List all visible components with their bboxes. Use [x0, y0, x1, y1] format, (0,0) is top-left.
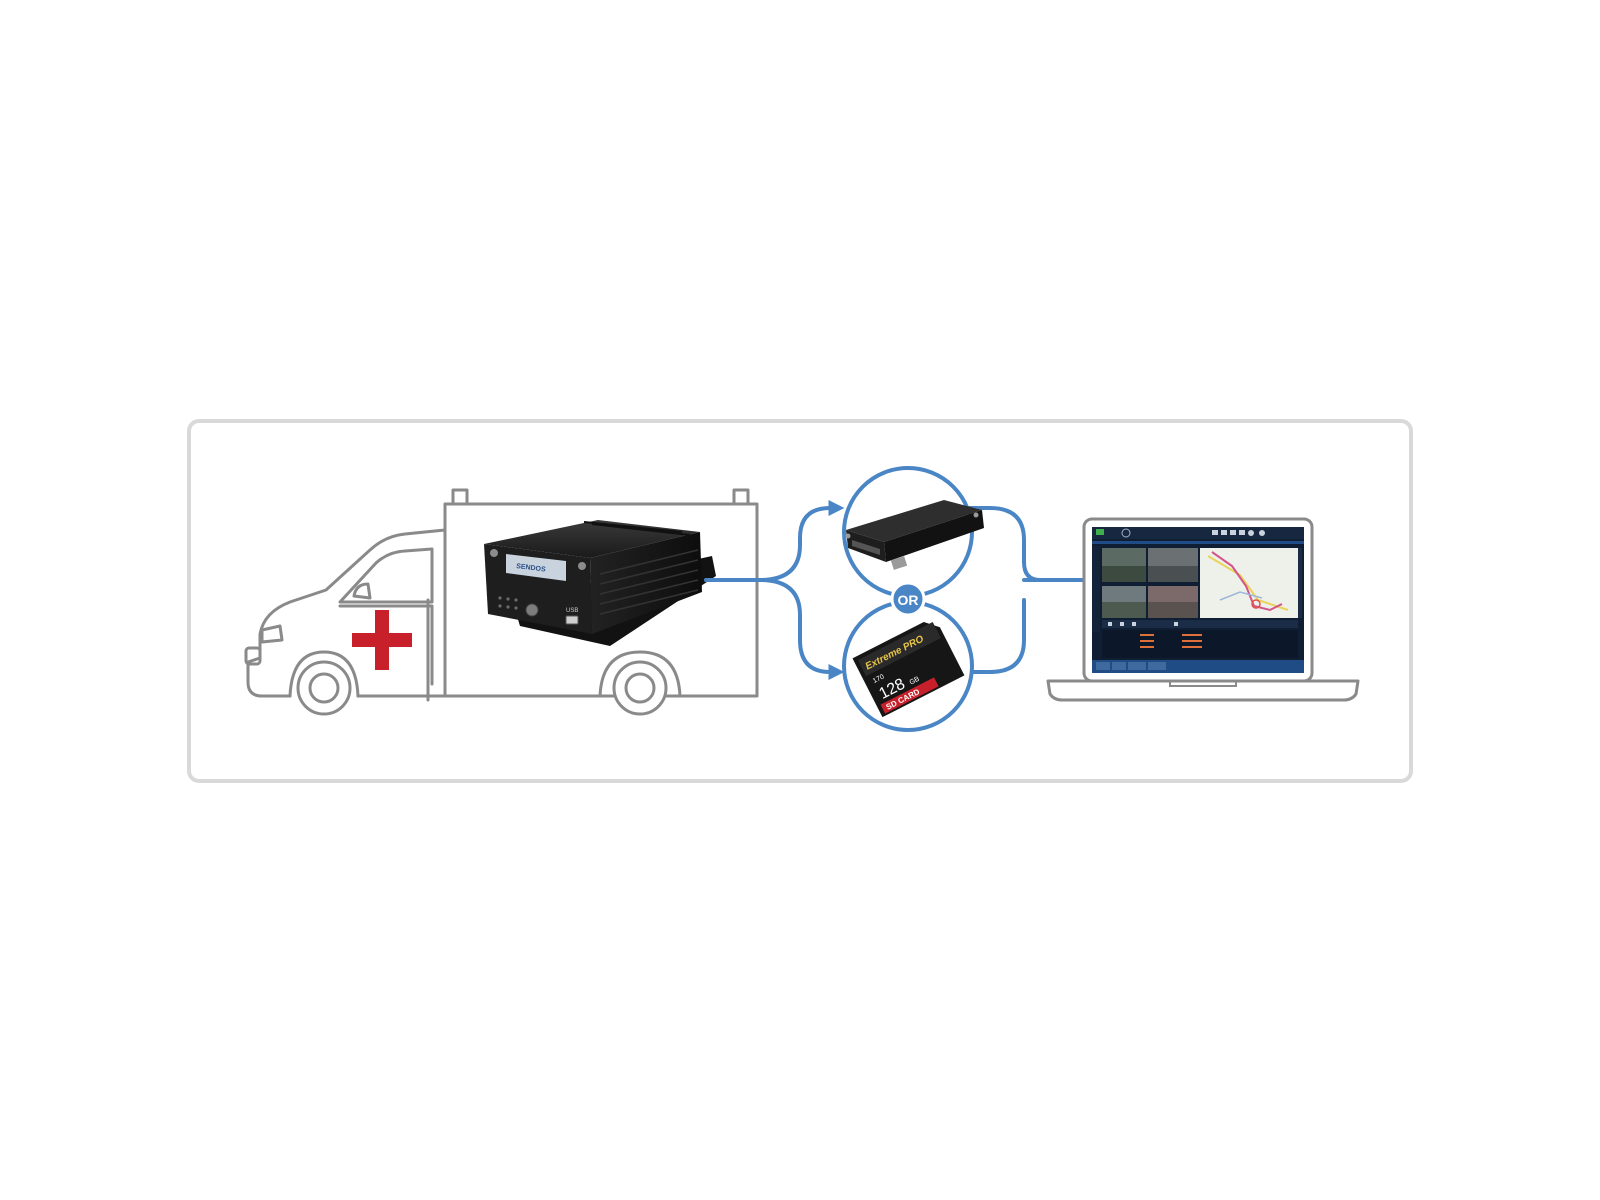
or-label: OR [898, 592, 919, 608]
laptop-screen [1092, 527, 1304, 673]
sd-to-laptop-line [966, 598, 1026, 674]
arrow-to-sd-card [758, 578, 845, 680]
dvr-lock-icon [525, 603, 539, 617]
ambulance-outline-icon [244, 488, 759, 702]
sd-card-capacity-unit: GB [909, 676, 921, 687]
recorder-brand-label: SENDOS [516, 563, 547, 574]
red-cross-icon [352, 610, 412, 670]
ambulance-wheels [296, 660, 668, 716]
or-badge [890, 581, 926, 617]
drive-to-laptop-line [966, 506, 1026, 564]
flow-connectors [704, 500, 1125, 680]
arrow-to-drive [758, 500, 845, 582]
removable-drive-caddy-icon [845, 500, 984, 570]
usb-port-icon [565, 615, 579, 625]
sd-card-speed: 170 [872, 673, 886, 685]
mobile-dvr-icon: SENDOS USB [484, 520, 716, 646]
usb-label: USB [566, 608, 578, 614]
